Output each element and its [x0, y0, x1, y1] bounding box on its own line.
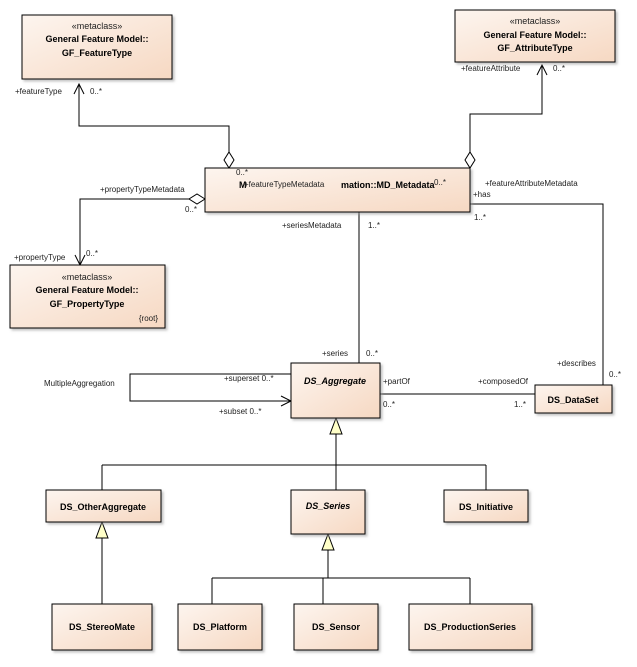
- class-name-line1: General Feature Model::: [35, 285, 138, 295]
- featuretype-association-line[interactable]: [78, 84, 230, 152]
- class-box: [45, 489, 162, 523]
- class-ds-stereomate[interactable]: DS_StereoMate: [51, 603, 153, 651]
- stereotype-label: «metaclass»: [510, 16, 561, 26]
- composed-of-label: +composedOf: [478, 377, 529, 386]
- class-name: DS_DataSet: [547, 395, 598, 405]
- class-box: [408, 603, 533, 651]
- class-ds-series[interactable]: DS_Series: [290, 489, 366, 535]
- subset-label: +subset 0..*: [219, 407, 261, 416]
- class-box: [443, 489, 529, 523]
- class-name-prefix: M: [239, 180, 247, 190]
- class-box: [51, 603, 153, 651]
- class-md-metadata[interactable]: M mation::MD_Metadata: [204, 167, 471, 213]
- series-role-label: +series: [322, 349, 348, 358]
- class-gf-propertytype[interactable]: «metaclass» General Feature Model:: GF_P…: [9, 264, 166, 329]
- feature-attribute-mult-label: 0..*: [553, 64, 565, 73]
- class-box: [290, 489, 366, 535]
- multiple-aggregation-label: MultipleAggregation: [44, 379, 115, 388]
- class-name-line1: General Feature Model::: [45, 34, 148, 44]
- part-of-label: +partOf: [383, 377, 411, 386]
- class-ds-dataset[interactable]: DS_DataSet: [534, 384, 613, 414]
- class-name-line2: GF_PropertyType: [50, 299, 125, 309]
- stereotype-label: «metaclass»: [62, 272, 113, 282]
- class-box: [454, 9, 616, 63]
- class-box: [9, 264, 166, 329]
- series-metadata-label: +seriesMetadata: [282, 221, 342, 230]
- series-mult-label: 0..*: [366, 349, 378, 358]
- class-box: [290, 362, 381, 419]
- multiple-aggregation-line[interactable]: [129, 373, 291, 402]
- class-name-line1: General Feature Model::: [483, 30, 586, 40]
- featureattribute-arrowhead: [536, 63, 548, 76]
- class-ds-platform[interactable]: DS_Platform: [177, 603, 263, 651]
- class-ds-sensor[interactable]: DS_Sensor: [293, 603, 379, 651]
- class-name: DS_Sensor: [312, 622, 361, 632]
- property-type-mult-label: 0..*: [86, 249, 98, 258]
- class-box: [204, 167, 471, 213]
- class-gf-featuretype[interactable]: «metaclass» General Feature Model:: GF_F…: [21, 14, 173, 80]
- class-ds-otheraggregate[interactable]: DS_OtherAggregate: [45, 489, 162, 523]
- class-box: [177, 603, 263, 651]
- md-attr-mult-label: 0..*: [434, 178, 446, 187]
- class-name: DS_Initiative: [459, 502, 513, 512]
- has-mult-label: 1..*: [474, 213, 486, 222]
- md-prop-mult-label: 0..*: [185, 205, 197, 214]
- describes-label: +describes: [557, 359, 596, 368]
- class-name: DS_Series: [306, 501, 351, 511]
- describes-mult-label: 0..*: [609, 370, 621, 379]
- feature-attribute-metadata-label: +featureAttributeMetadata: [485, 179, 578, 188]
- property-type-role-label: +propertyType: [14, 253, 66, 262]
- propertytype-aggregation-diamond: [188, 193, 206, 205]
- class-name: DS_OtherAggregate: [60, 502, 146, 512]
- feature-type-role-label: +featureType: [15, 87, 62, 96]
- class-name-suffix: mation::MD_Metadata: [341, 180, 436, 190]
- stereotype-label: «metaclass»: [72, 21, 123, 31]
- superset-label: +superset 0..*: [224, 374, 274, 383]
- has-describes-association-line[interactable]: [470, 203, 604, 385]
- md-feature-mult-label: 0..*: [236, 168, 248, 177]
- class-name: DS_ProductionSeries: [424, 622, 516, 632]
- property-type-metadata-label: +propertyTypeMetadata: [100, 185, 185, 194]
- series-metadata-mult-label: 1..*: [368, 221, 380, 230]
- class-ds-aggregate[interactable]: DS_Aggregate: [290, 362, 381, 419]
- class-box: [293, 603, 379, 651]
- class-ds-initiative[interactable]: DS_Initiative: [443, 489, 529, 523]
- feature-type-metadata-label: +featureTypeMetadata: [244, 180, 325, 189]
- role-labels: +featureType 0..* +featureAttribute 0..*…: [14, 64, 621, 416]
- class-box: [21, 14, 173, 80]
- featuretype-aggregation-diamond: [223, 151, 235, 169]
- propertytype-association-line[interactable]: [79, 198, 205, 265]
- connectors: [73, 63, 604, 604]
- root-tag: {root}: [139, 314, 158, 323]
- featureattribute-association-line[interactable]: [469, 65, 543, 152]
- class-name: DS_Aggregate: [304, 376, 366, 386]
- featuretype-arrowhead: [73, 82, 85, 95]
- class-name-line2: GF_FeatureType: [62, 48, 132, 58]
- class-name: DS_Platform: [193, 622, 247, 632]
- class-box: [534, 384, 613, 414]
- has-label: +has: [473, 190, 491, 199]
- composed-of-mult-label: 1..*: [514, 400, 526, 409]
- class-ds-productionseries[interactable]: DS_ProductionSeries: [408, 603, 533, 651]
- series-generalization-triangle: [321, 532, 335, 551]
- featureattribute-aggregation-diamond: [464, 151, 476, 169]
- class-gf-attributetype[interactable]: «metaclass» General Feature Model:: GF_A…: [454, 9, 616, 63]
- class-name-line2: GF_AttributeType: [497, 43, 572, 53]
- feature-attribute-role-label: +featureAttribute: [461, 64, 521, 73]
- part-of-mult-label: 0..*: [383, 400, 395, 409]
- otheraggregate-generalization-triangle: [95, 520, 109, 539]
- class-name: DS_StereoMate: [69, 622, 135, 632]
- aggregate-generalization-triangle: [329, 416, 343, 435]
- feature-type-mult-label: 0..*: [90, 87, 102, 96]
